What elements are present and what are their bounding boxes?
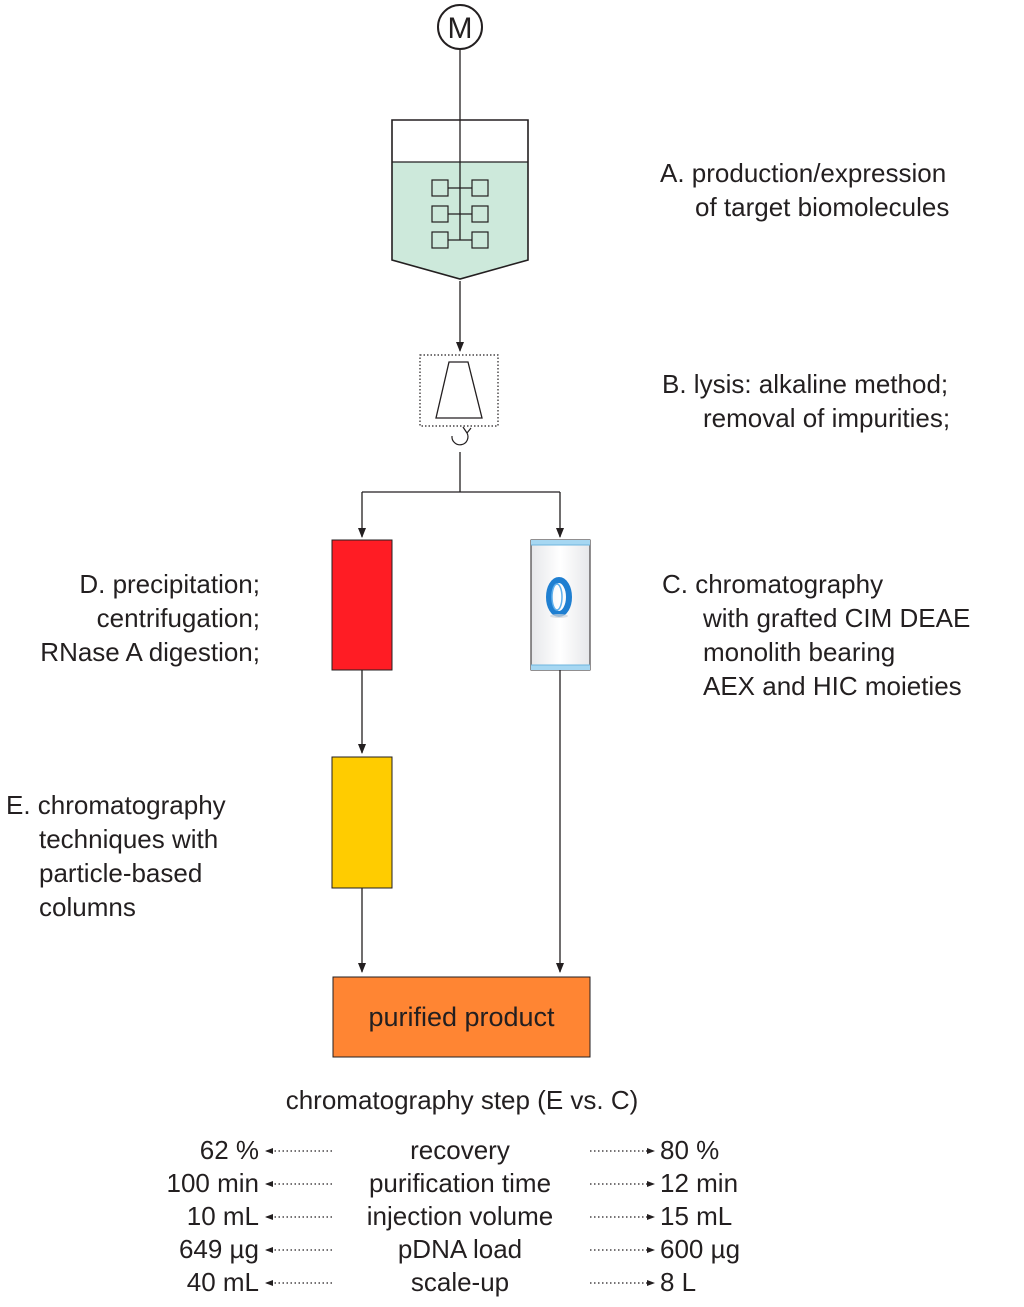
comparison-metric: recovery — [410, 1135, 510, 1165]
bioreactor-icon — [391, 49, 529, 280]
product-block — [332, 976, 591, 1058]
branch-connector — [362, 452, 560, 493]
impeller-icon — [431, 179, 489, 249]
comparison-right-value: 15 mL — [660, 1201, 733, 1231]
centrifuge-icon — [419, 354, 499, 446]
comparison-left-value: 62 % — [199, 1135, 259, 1165]
step-c-label: C. chromatography with grafted CIM DEAE … — [662, 569, 971, 701]
precipitation-block — [331, 539, 393, 671]
comparison-left-value: 649 µg — [178, 1234, 259, 1264]
comparison-right-value: 600 µg — [660, 1234, 741, 1264]
step-d-label: D. precipitation; centrifugation; RNase … — [40, 569, 260, 667]
comparison-left-value: 40 mL — [186, 1267, 259, 1297]
comparison-left-value: 100 min — [166, 1168, 260, 1198]
motor-label: M — [448, 12, 473, 45]
comparison-right-value: 80 % — [660, 1135, 720, 1165]
comparison-arrows — [265, 1148, 655, 1286]
comparison-left-value: 10 mL — [186, 1201, 259, 1231]
comparison-metric: scale-up — [410, 1267, 510, 1297]
comparison-right-value: 8 L — [660, 1267, 697, 1297]
step-a-label: A. production/expression of target biomo… — [660, 158, 950, 222]
step-b-label: B. lysis: alkaline method; removal of im… — [662, 369, 951, 433]
rotation-icon — [451, 432, 469, 446]
motor-icon: M — [437, 4, 483, 50]
monolith-column-icon — [530, 539, 591, 671]
product-label: purified product — [368, 1001, 555, 1032]
comparison-title: chromatography step (E vs. C) — [285, 1085, 639, 1115]
step-e-label: E. chromatography techniques with partic… — [6, 790, 226, 922]
comparison-metric: purification time — [368, 1168, 552, 1198]
comparison-metric: injection volume — [366, 1201, 554, 1231]
particle-column-block — [331, 756, 393, 889]
comparison-metric: pDNA load — [397, 1234, 523, 1264]
comparison-right-value: 12 min — [660, 1168, 739, 1198]
